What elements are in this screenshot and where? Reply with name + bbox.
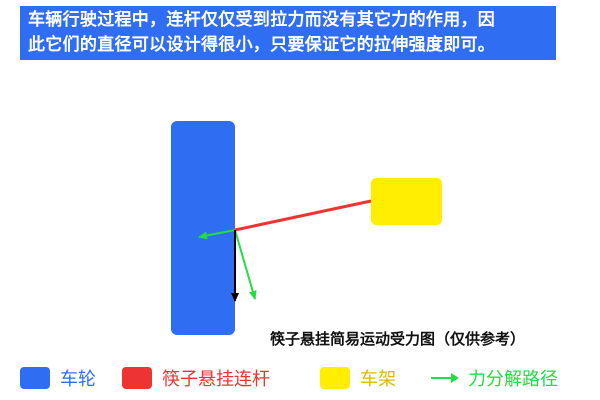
diagram-title: 筷子悬挂简易运动受力图（仅供参考） — [270, 330, 526, 348]
legend: 车轮 筷子悬挂连杆 车架 力分解路径 — [10, 362, 590, 394]
rod-swatch — [122, 367, 152, 389]
legend-label-frame: 车架 — [360, 369, 396, 390]
legend-item-rod: 筷子悬挂连杆 — [122, 362, 270, 394]
legend-item-wheel: 车轮 — [20, 362, 96, 394]
force-component-left — [198, 229, 236, 240]
force-component-down — [234, 229, 257, 300]
wheel-swatch — [20, 367, 50, 389]
legend-item-frame: 车架 — [320, 362, 396, 394]
legend-label-force-path: 力分解路径 — [468, 369, 558, 390]
frame — [371, 178, 442, 225]
caption-box: 车辆行驶过程中，连杆仅仅受到拉力而没有其它力的作用，因 此它们的直径可以设计得很… — [20, 6, 556, 60]
legend-label-wheel: 车轮 — [60, 369, 96, 390]
wheel — [171, 121, 235, 335]
legend-label-rod: 筷子悬挂连杆 — [162, 369, 270, 390]
caption-line-2: 此它们的直径可以设计得很小，只要保证它的拉伸强度即可。 — [28, 35, 496, 55]
connecting-rod — [234, 199, 372, 232]
caption-line-1: 车辆行驶过程中，连杆仅仅受到拉力而没有其它力的作用，因 — [28, 10, 496, 30]
arrow-icon — [431, 373, 459, 383]
legend-item-force-path: 力分解路径 — [430, 362, 558, 394]
frame-swatch — [320, 367, 350, 389]
